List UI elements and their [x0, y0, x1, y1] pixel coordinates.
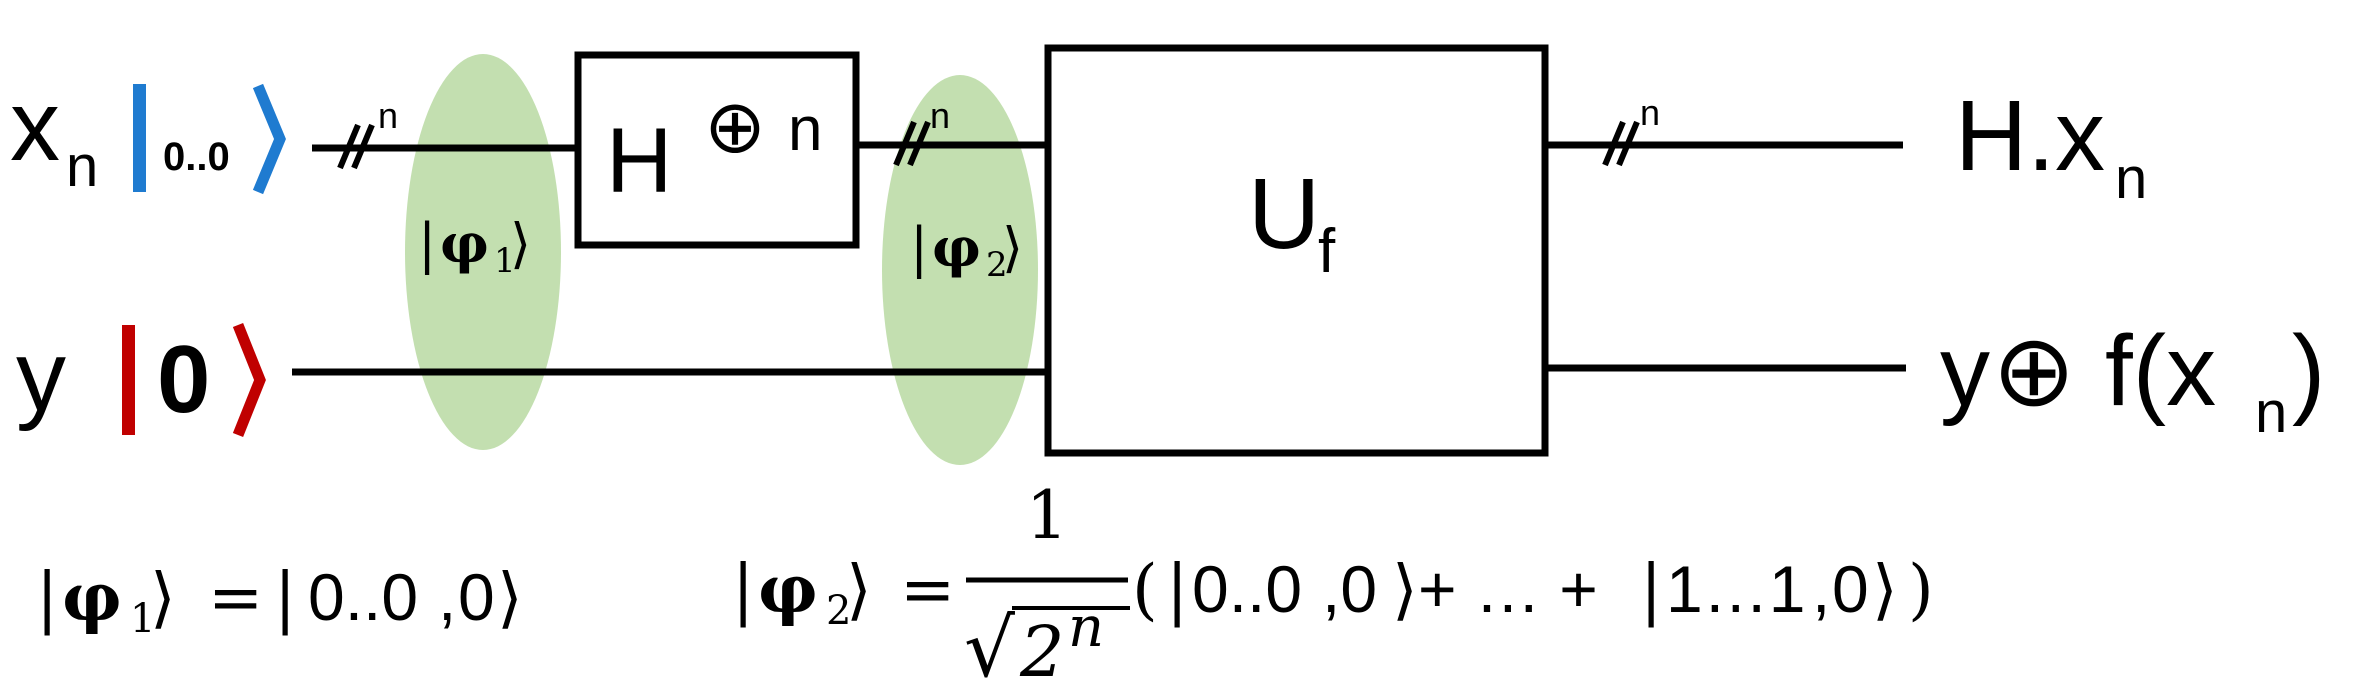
bundle-slash	[337, 123, 361, 170]
x-ket-bar	[133, 84, 146, 192]
uf-gate-box	[1044, 44, 1549, 457]
phi1-label: | φ 1 ⟩	[418, 211, 531, 281]
phi2-subscript: 2	[986, 245, 1008, 285]
bundle-label: n	[1640, 92, 1660, 133]
phi2-symbol: φ	[932, 215, 981, 279]
phi1-subscript: 1	[494, 241, 516, 281]
eq1-red-value: 0	[458, 560, 495, 634]
wires	[292, 141, 1906, 376]
bundle-slash	[893, 120, 917, 167]
eq2-denominator-base: 2	[1019, 611, 1065, 693]
phi2-region-ellipse	[882, 75, 1038, 465]
eq1-lhs-close: ⟩	[150, 559, 176, 636]
y-ket-angle	[232, 322, 266, 438]
x-register-letter: x	[10, 70, 60, 182]
eq1-lhs-bar: |	[36, 559, 58, 636]
y-ket-bar	[122, 325, 135, 435]
eq2-term2-red: 0	[1832, 552, 1869, 626]
eq2-term1-red: ,0	[1322, 552, 1377, 626]
x-output-subscript: n	[2115, 146, 2147, 211]
h-gate-label: H	[606, 110, 672, 212]
x-register-subscript: n	[66, 134, 98, 199]
eq2-term1-ket-open: |	[1166, 551, 1188, 628]
eq2-term1-ket-close: ⟩	[1392, 551, 1418, 628]
eq1-ket-open: |	[274, 559, 296, 636]
eq2-lhs-close: ⟩	[846, 551, 872, 628]
h-gate-power: n	[788, 95, 822, 164]
bundle-label: n	[930, 95, 950, 136]
eq2-numerator: 1	[1026, 477, 1068, 554]
y-output-subscript: n	[2255, 380, 2287, 445]
phi1-region-ellipse	[405, 54, 561, 450]
bundle-label: n	[378, 95, 398, 136]
eq2-term2-ket-close: ⟩	[1872, 551, 1898, 628]
y-ket-value: 0	[157, 326, 210, 433]
y-output-oplus: ⊕	[1992, 315, 2076, 427]
bundle-slash	[907, 120, 931, 167]
eq1-ket-close: ⟩	[497, 559, 523, 636]
x-output-text: H.x	[1955, 80, 2105, 192]
eq2-paren-close: )	[1908, 551, 1934, 628]
phi2-label: | φ 2 ⟩	[910, 215, 1023, 285]
phi2-bar: |	[910, 216, 928, 279]
x-ket-angle	[252, 83, 286, 195]
eq2-term2-ket-open: |	[1640, 551, 1662, 628]
bundle-marks	[337, 120, 1640, 170]
uf-gate-subscript: f	[1318, 217, 1336, 286]
y-output-close-paren: )	[2292, 315, 2325, 427]
x-output-label: H.x n	[1955, 80, 2147, 211]
eq2-term2-blue: 1…1	[1666, 552, 1805, 626]
eq1-blue-value: 0..0	[308, 560, 418, 634]
uf-gate-label: U	[1248, 158, 1320, 270]
phi1-symbol: φ	[440, 211, 489, 275]
eq1-equals: =	[208, 559, 263, 636]
h-gate-box	[574, 51, 860, 249]
y-input-label: y 0	[16, 320, 266, 438]
x-ket-value: 0..0	[163, 135, 230, 179]
phi1-bar: |	[418, 212, 436, 275]
phi2-equation: | φ 2 ⟩ = 1 √ 2 n ( | 0..0 ,0 ⟩ + … + | …	[732, 477, 1934, 695]
h-gate-oplus: ⊕	[704, 85, 766, 168]
eq1-lhs-subscript: 1	[130, 596, 155, 642]
eq1-comma: ,	[438, 560, 456, 634]
eq2-lhs-phi: φ	[758, 550, 818, 628]
eq2-lhs-subscript: 2	[826, 588, 851, 634]
eq2-lhs-bar: |	[732, 551, 754, 628]
phi2-ket-close: ⟩	[1002, 216, 1023, 279]
bundle-slash	[1602, 120, 1626, 167]
phi1-equation: | φ 1 ⟩ = | 0..0 , 0 ⟩	[36, 558, 523, 642]
y-output-function: f(x	[2105, 315, 2216, 427]
y-register-letter: y	[16, 320, 66, 432]
eq2-denominator-exponent: n	[1068, 595, 1104, 660]
eq2-term1-blue: 0..0	[1192, 552, 1302, 626]
eq2-term2-comma: ,	[1812, 552, 1830, 626]
y-output-label: y ⊕ f(x n )	[1940, 315, 2325, 445]
eq2-middle-terms: + … +	[1418, 552, 1598, 626]
y-output-letter: y	[1940, 315, 1990, 427]
x-input-label: x n 0..0	[10, 70, 286, 199]
bundle-slash	[1616, 120, 1640, 167]
phi1-ket-close: ⟩	[510, 212, 531, 275]
eq1-lhs-phi: φ	[62, 558, 122, 636]
eq2-equals: =	[900, 551, 955, 628]
bundle-slash	[351, 123, 375, 170]
eq2-sqrt-sign: √	[964, 602, 1015, 695]
eq2-paren-open: (	[1132, 551, 1158, 628]
